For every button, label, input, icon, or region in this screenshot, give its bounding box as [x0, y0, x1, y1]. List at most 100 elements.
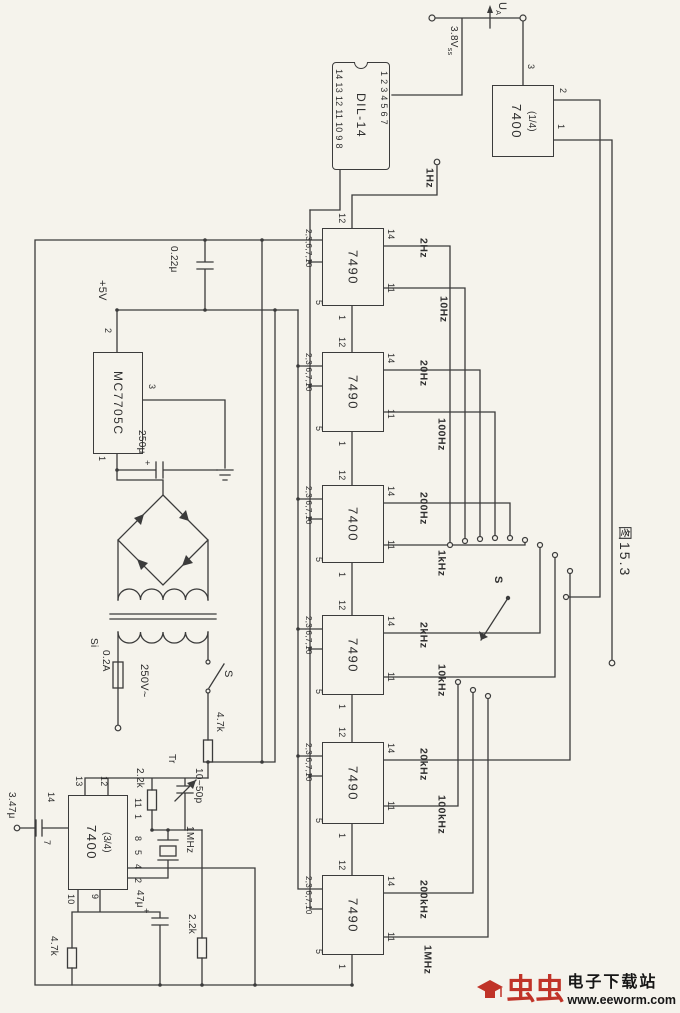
graduation-cap-icon — [477, 979, 504, 998]
dil14-label: DIL-14 — [354, 93, 368, 139]
watermark-site-name: 电子下载站 — [567, 974, 658, 992]
crystal-label: 1MHz — [184, 826, 195, 854]
pin-label: 1 — [337, 963, 347, 969]
pin-label: 11 — [386, 672, 396, 682]
pin-label: 13 — [74, 776, 84, 787]
pin-label: 2 — [103, 328, 113, 334]
pin-label: 1 — [337, 703, 347, 709]
cap-250-polarity: + — [145, 458, 151, 468]
freq-label-1mhz: 1MHz — [421, 945, 434, 975]
freq-label-20hz: 20Hz — [417, 360, 430, 387]
pin-label: 3 — [147, 384, 157, 390]
pin-label: 5 — [314, 425, 324, 431]
pin-label: 12 — [99, 776, 109, 787]
pin-label: 11 — [386, 540, 396, 550]
fuse-rating-label: 0.2A — [100, 650, 111, 672]
pin-label: 1 — [133, 814, 143, 820]
freq-label-200khz: 200kHz — [417, 880, 430, 920]
cap-250-label: 250μ — [136, 430, 147, 454]
dil14-pins-top-row: 14 13 12 11 10 9 8 — [334, 69, 344, 149]
freq-label-100khz: 100kHz — [435, 795, 448, 835]
pin-label: 14 — [386, 229, 396, 240]
freq-label-10khz: 10kHz — [435, 664, 448, 697]
pin-label: 12 — [337, 600, 347, 611]
divider-block-4: 7490 12 1 14 11 2,3,6,7,10 5 — [304, 600, 396, 709]
watermark-brand: 虫虫 — [506, 974, 565, 1007]
pin-label: 2,3,6,7,10 — [304, 876, 313, 915]
pin-label: 1 — [337, 440, 347, 446]
freq-label-100hz: 100Hz — [435, 418, 448, 451]
freq-label-20khz: 20kHz — [417, 748, 430, 781]
freq-label-1hz: 1Hz — [423, 168, 436, 189]
divider-label: 7400 — [345, 506, 361, 542]
divider-label: 7490 — [345, 897, 361, 933]
pin-label: 5 — [314, 556, 324, 562]
pin-label: 14 — [386, 353, 396, 364]
regulator-block: MC7705C — [93, 352, 143, 454]
selector-switch-label: S — [492, 576, 504, 584]
freq-label-1khz: 1kHz — [435, 550, 448, 577]
dil14-pins-bottom-row: 1 2 3 4 5 6 7 — [379, 71, 389, 125]
divider-label: 7490 — [345, 374, 361, 410]
pin-label: 2 — [558, 88, 568, 94]
output-gate-label: 7400 — [509, 103, 524, 139]
divider-block-3: 7400 12 1 14 11 2,3,6,7,10 5 — [304, 470, 396, 577]
pin-label: 9 — [90, 894, 100, 900]
divider-block-2: 7490 12 1 14 11 2,3,6,7,10 5 — [304, 337, 396, 446]
pin-label: 1 — [337, 314, 347, 320]
trimmer-range-label: 10~50p — [193, 768, 204, 804]
resistor-22k-b-label: 2.2k — [186, 914, 197, 935]
divider-label: 7490 — [345, 249, 361, 285]
pin-label: 2,3,6,7,10 — [304, 616, 313, 655]
pin-label: 11 — [386, 932, 396, 942]
pin-label: 5 — [314, 299, 324, 305]
regulator-label: MC7705C — [111, 370, 125, 436]
pin-label: 11 — [133, 798, 143, 808]
divider-block-6: 7490 12 1 14 11 2,3,6,7,10 5 — [304, 860, 396, 969]
pin-label: 1 — [556, 124, 566, 130]
output-gate-block: 7400 (1/4) — [492, 85, 554, 157]
pin-label: 5 — [314, 688, 324, 694]
pin-label: 14 — [386, 743, 396, 754]
resistor-22k-a-label: 2.2k — [134, 768, 145, 789]
oscillator-gate-fraction: (3/4) — [101, 832, 112, 853]
freq-label-10hz: 10Hz — [437, 296, 450, 323]
pin-label: 12 — [337, 860, 347, 871]
freq-label-2khz: 2kHz — [417, 622, 430, 649]
pin-label: 2 — [133, 878, 143, 884]
ua-label: UA — [494, 2, 509, 16]
vss-label: 3.8Vss — [446, 26, 459, 56]
pin-label: 5 — [314, 948, 324, 954]
pin-label: 11 — [386, 801, 396, 811]
divider-label: 7490 — [345, 765, 361, 801]
pin-label: 1 — [337, 571, 347, 577]
pin-label: 7 — [42, 840, 52, 846]
pin-label: 10 — [66, 894, 76, 905]
divider-block-1: 7490 12 1 14 11 2,3,6,7,10 5 — [304, 213, 396, 320]
pin-label: 12 — [337, 727, 347, 738]
bypass-cap-polarity: + — [144, 906, 150, 916]
watermark-text: 电子下载站 www.eeworm.com — [567, 974, 676, 1007]
divider-block-5: 7490 12 1 14 11 2,3,6,7,10 5 — [304, 727, 396, 838]
pin-label: 12 — [337, 337, 347, 348]
fuse-type-label: Si — [88, 638, 99, 648]
mains-switch-label: S — [222, 670, 234, 678]
pin-label: 5 — [314, 817, 324, 823]
mains-voltage-label: 250V~ — [138, 664, 150, 698]
figure-caption: 图15.3 — [617, 526, 633, 578]
pin-label: 14 — [386, 876, 396, 887]
freq-label-2hz: 2Hz — [417, 238, 430, 259]
pin-label: 3 — [526, 64, 536, 70]
pin-label: 2,3,6,7,10 — [304, 743, 313, 782]
oscillator-gate-label: 7400 — [84, 825, 99, 860]
resistor-47k-b-label: 4.7k — [48, 936, 59, 957]
pin-label: 2,3,6,7,10 — [304, 353, 313, 392]
divider-label: 7490 — [345, 637, 361, 673]
cap-022-label: 0.22μ — [168, 246, 179, 273]
rail-5v-label: +5V — [96, 280, 108, 301]
pin-label: 5 — [133, 850, 143, 856]
input-cap-label: 3.47μ — [6, 792, 17, 819]
freq-label-200hz: 200Hz — [417, 492, 430, 525]
